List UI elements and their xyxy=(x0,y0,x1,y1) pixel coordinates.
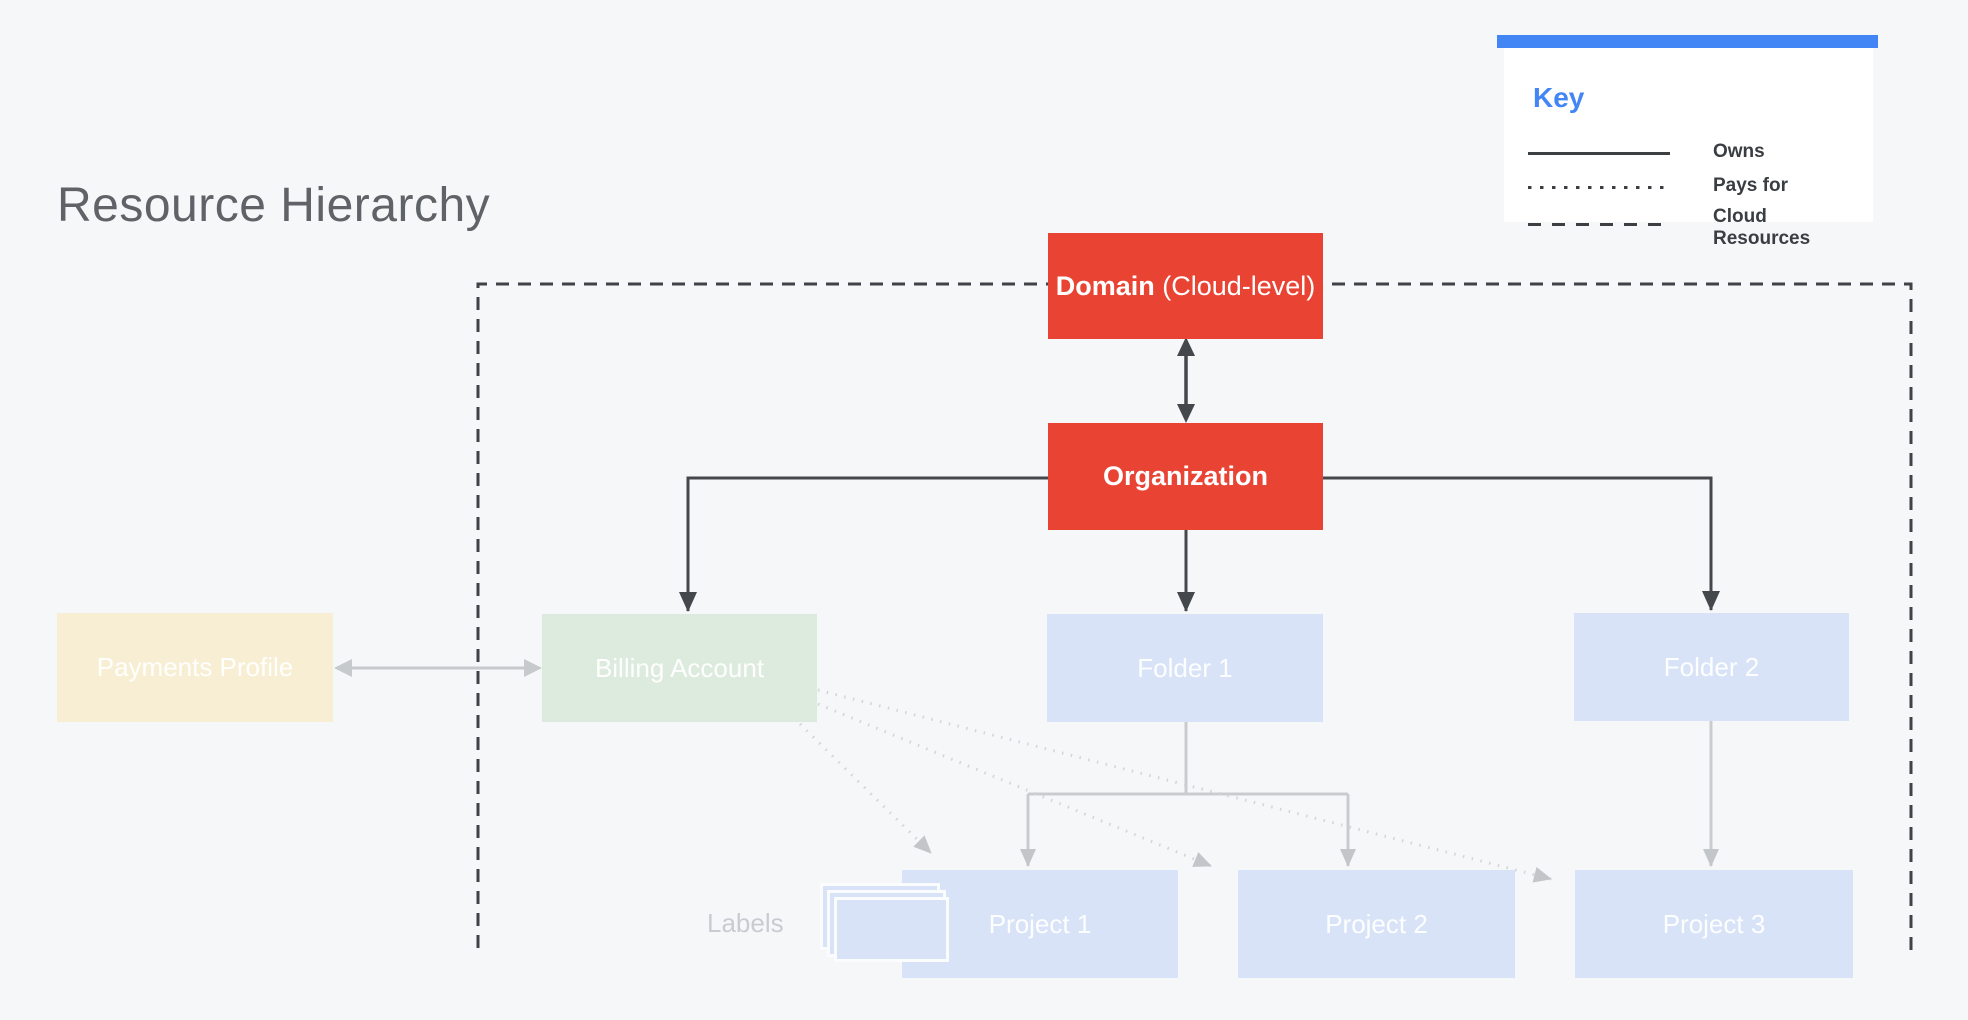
labels-caption: Labels xyxy=(707,908,784,938)
legend-dotted-line-sample xyxy=(1528,186,1670,189)
cloud-resources-boundary xyxy=(476,282,1913,952)
page-title: Resource Hierarchy xyxy=(57,179,491,232)
org-to-billing-arrow xyxy=(679,476,1048,612)
legend-dashed-line-sample xyxy=(1528,223,1670,226)
labels-card-front xyxy=(834,897,949,962)
legend-label-owns: Owns xyxy=(1713,141,1765,162)
payments-billing-arrow xyxy=(334,659,542,677)
domain-node-label-bold: Domain xyxy=(1055,270,1155,301)
domain-node: Domain (Cloud-level) xyxy=(1048,233,1323,339)
legend-label-cloud-resources: Cloud Resources xyxy=(1713,206,1811,249)
domain-organization-arrow xyxy=(1177,337,1195,423)
legend-label-pays-for: Pays for xyxy=(1713,175,1788,196)
folder1-node: Folder 1 xyxy=(1047,614,1323,722)
folder1-projects-tree xyxy=(1020,722,1356,867)
legend-title: Key xyxy=(1533,82,1585,113)
organization-node: Organization xyxy=(1048,423,1323,530)
legend-accent-bar xyxy=(1497,35,1878,48)
folder2-node: Folder 2 xyxy=(1574,613,1849,721)
org-to-folder2-arrow xyxy=(1323,476,1720,611)
billing-account-node: Billing Account xyxy=(542,614,817,722)
payments-profile-node: Payments Profile xyxy=(57,613,333,722)
project3-node: Project 3 xyxy=(1575,870,1853,978)
project2-node: Project 2 xyxy=(1238,870,1515,978)
legend-card: Key Owns Pays for Cloud Resources xyxy=(1497,35,1878,249)
domain-node-label-rest: (Cloud-level) xyxy=(1154,270,1316,301)
billing-pays-for-lines xyxy=(798,688,1552,883)
legend-solid-line-sample xyxy=(1528,152,1670,155)
